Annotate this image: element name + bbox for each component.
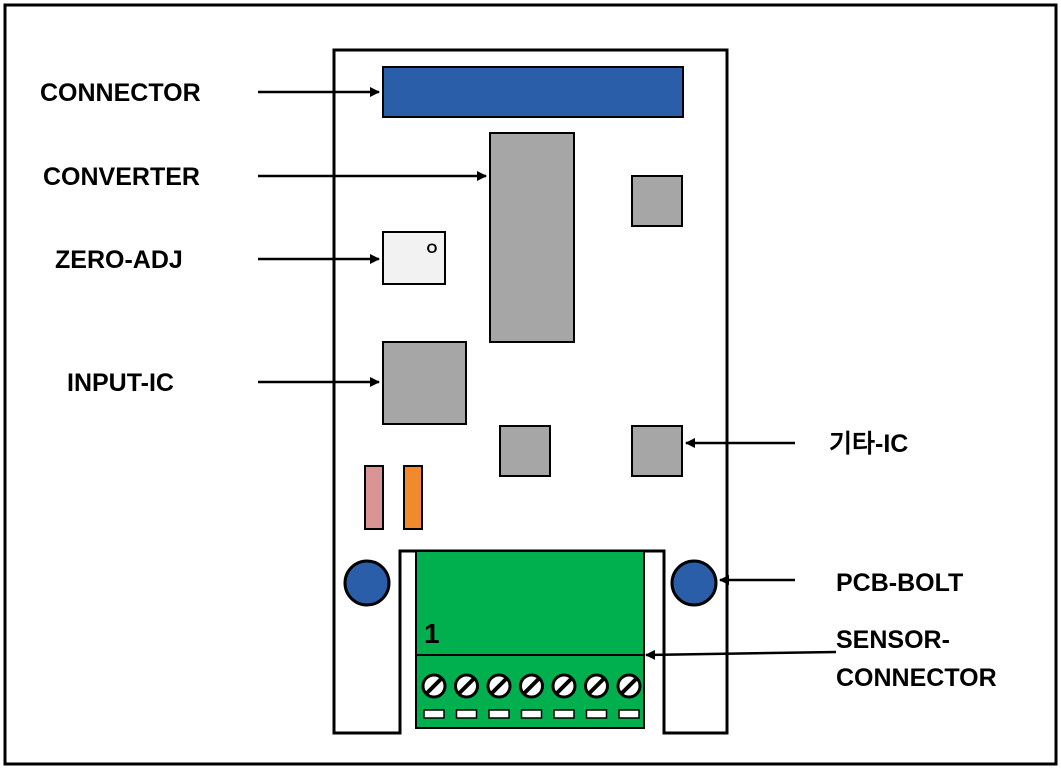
terminal-screw	[584, 673, 609, 699]
resistor-pink	[364, 465, 384, 530]
other-ic-chip	[631, 425, 683, 477]
input-ic-chip	[382, 341, 467, 425]
small-ic-bottom-left	[499, 425, 551, 477]
label-other-ic: 기타-IC	[829, 430, 908, 458]
pcb-bolt-right	[670, 559, 718, 607]
label-input-ic: INPUT-IC	[67, 369, 174, 397]
converter-chip	[489, 132, 575, 343]
label-sensor-connector-line1: SENSOR-	[836, 626, 950, 654]
terminal-slot	[618, 709, 640, 719]
pin-one-label: 1	[424, 618, 440, 649]
terminal-screws	[421, 673, 642, 719]
arrow-sensor-connector	[645, 649, 837, 660]
terminal-slot	[455, 709, 478, 719]
terminal-slot	[423, 709, 445, 719]
pcb-board	[332, 48, 729, 735]
label-pcb-bolt: PCB-BOLT	[836, 569, 963, 597]
terminal-screw	[486, 673, 512, 699]
terminal-slot	[488, 709, 510, 719]
terminal-screw	[454, 673, 479, 699]
terminal-screw	[616, 673, 642, 699]
label-zero-adj: ZERO-ADJ	[55, 246, 183, 274]
trimmer-mark: O	[427, 240, 438, 256]
terminal-slot	[585, 709, 608, 719]
terminal-screw	[421, 673, 447, 699]
label-sensor-connector-line2: CONNECTOR	[836, 664, 997, 692]
terminal-screw	[551, 673, 577, 699]
top-connector	[382, 66, 684, 118]
zero-adj-trimmer: O	[382, 231, 446, 285]
terminal-slot	[553, 709, 575, 719]
terminal-slot	[520, 709, 543, 719]
label-connector: CONNECTOR	[40, 79, 201, 107]
resistor-orange	[403, 465, 423, 530]
sensor-connector-block: 1	[415, 550, 645, 729]
label-converter: CONVERTER	[43, 163, 200, 191]
terminal-screw	[519, 673, 544, 699]
pcb-bolt-left	[343, 559, 391, 607]
small-ic-top	[631, 175, 683, 227]
